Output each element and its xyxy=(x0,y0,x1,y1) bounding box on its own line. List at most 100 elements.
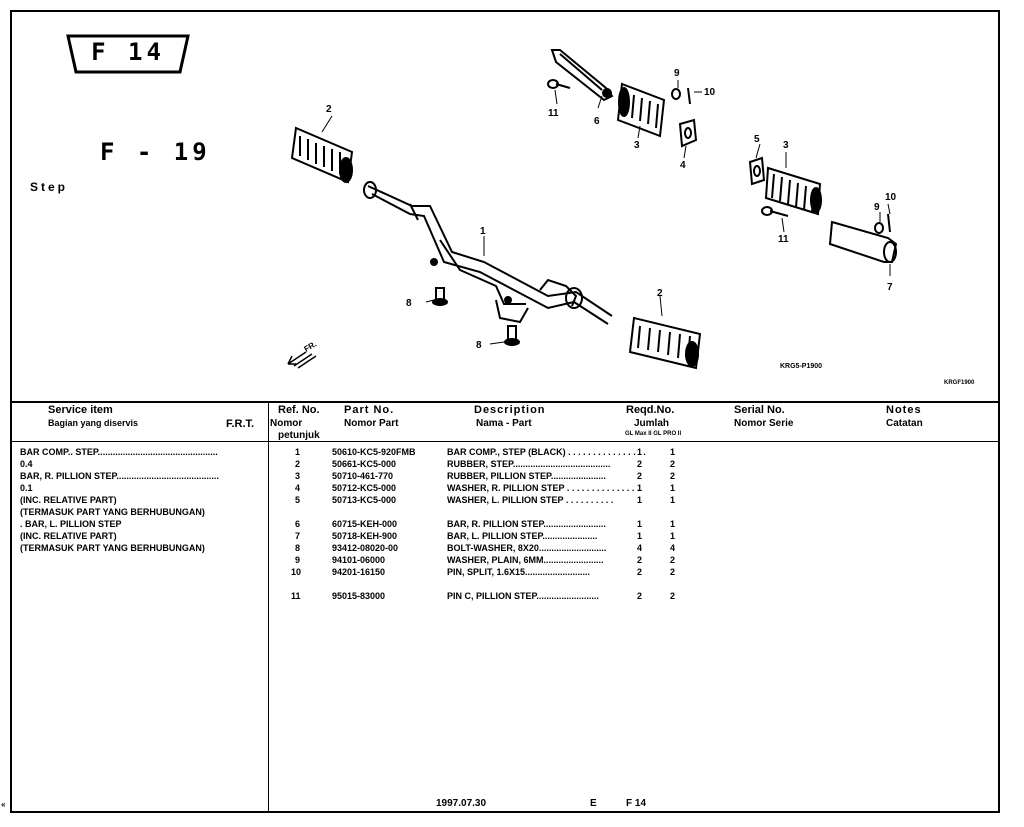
section-badge: F 14 xyxy=(64,32,192,74)
figure-title: Step xyxy=(30,180,69,194)
desc-cell: WASHER, L. PILLION STEP . . . . . . . . … xyxy=(447,495,614,505)
qty-cell: 2 xyxy=(670,471,676,481)
callout-7: 7 xyxy=(887,282,893,293)
ref-cell: 11 xyxy=(291,591,301,601)
desc-cell: WASHER, R. PILLION STEP . . . . . . . . … xyxy=(447,483,640,493)
header-reqd-sub: Jumlah xyxy=(634,418,670,429)
callout-4: 4 xyxy=(680,160,686,171)
ref-cell: 7 xyxy=(295,531,301,541)
callout-8b: 8 xyxy=(476,340,482,351)
ref-cell: 6 xyxy=(295,519,301,529)
qty-cell: 4 xyxy=(637,543,643,553)
desc-cell: BAR, L. PILLION STEP....................… xyxy=(447,531,598,541)
part-no-cell: 50718-KEH-900 xyxy=(332,531,398,541)
part-no-cell: 50713-KC5-000 xyxy=(332,495,397,505)
ref-cell: 8 xyxy=(295,543,301,553)
header-notes: Notes xyxy=(886,404,922,416)
bolt-washer-lower xyxy=(504,325,520,346)
side-mark: « xyxy=(1,800,6,809)
callout-9b: 9 xyxy=(874,202,880,213)
service-item: 0.4 xyxy=(20,459,33,469)
qty-cell: 1 xyxy=(670,495,676,505)
callout-2a: 2 xyxy=(326,104,332,115)
qty-cell: 2 xyxy=(670,567,676,577)
qty-cell: 4 xyxy=(670,543,676,553)
part-no-cell: 60715-KEH-000 xyxy=(332,519,398,529)
desc-cell: PIN, SPLIT, 1.6X15......................… xyxy=(447,567,591,577)
plain-washer-left xyxy=(874,222,884,234)
desc-cell: RUBBER, STEP............................… xyxy=(447,459,611,469)
pin-c-left xyxy=(761,206,789,217)
part-no-cell: 93412-08020-00 xyxy=(332,543,399,553)
washer-left xyxy=(748,156,766,186)
service-item: (INC. RELATIVE PART) xyxy=(20,495,117,505)
pillion-rubber-left xyxy=(764,166,822,216)
split-pin-left xyxy=(887,213,891,233)
qty-cell: 1 xyxy=(670,519,676,529)
ref-cell: 3 xyxy=(295,471,301,481)
footer-code: F 14 xyxy=(626,798,647,809)
pin-c-right xyxy=(547,79,571,89)
callout-5: 5 xyxy=(754,134,760,145)
callout-1: 1 xyxy=(480,226,486,237)
qty-cell: 1 xyxy=(670,447,676,457)
qty-cell: 2 xyxy=(670,459,676,469)
plain-washer-right xyxy=(671,88,681,100)
header-reqd-models: GL Max II GL PRO II xyxy=(625,431,682,437)
service-item: BAR COMP.. STEP.........................… xyxy=(20,447,218,457)
callout-3a: 3 xyxy=(634,140,640,151)
callout-3b: 3 xyxy=(783,140,789,151)
ref-cell: 1 xyxy=(295,447,301,457)
part-no-cell: 94101-06000 xyxy=(332,555,386,565)
desc-cell: BAR COMP., STEP (BLACK) . . . . . . . . … xyxy=(447,447,646,457)
desc-cell: RUBBER, PILLION STEP....................… xyxy=(447,471,606,481)
badge-shape xyxy=(66,34,190,74)
ref-cell: 9 xyxy=(295,555,301,565)
step-bar-main xyxy=(363,181,613,325)
washer-right xyxy=(678,118,698,148)
header-desc-sub: Nama - Part xyxy=(476,418,532,429)
part-no-cell: 94201-16150 xyxy=(332,567,386,577)
callout-2b: 2 xyxy=(657,288,663,299)
qty-cell: 1 xyxy=(637,483,643,493)
callout-10b: 10 xyxy=(885,192,897,203)
header-serial-sub: Nomor Serie xyxy=(734,418,794,429)
footer-lang: E xyxy=(590,798,597,809)
pillion-bar-left xyxy=(828,220,898,263)
callout-8a: 8 xyxy=(406,298,412,309)
step-rubber-right xyxy=(628,316,702,370)
header-ref-sub2: petunjuk xyxy=(278,430,320,441)
qty-cell: 2 xyxy=(637,459,643,469)
part-no-cell: 50661-KC5-000 xyxy=(332,459,397,469)
header-part-sub: Nomor Part xyxy=(344,418,399,429)
service-item: . BAR, L. PILLION STEP xyxy=(20,519,122,529)
header-desc: Description xyxy=(474,404,546,416)
callout-11b: 11 xyxy=(778,234,789,245)
split-pin-right xyxy=(687,87,691,105)
column-divider xyxy=(268,401,269,813)
header-service: Service item xyxy=(48,404,113,416)
header-frt: F.R.T. xyxy=(226,418,255,430)
page-frame xyxy=(10,10,1000,813)
service-item: (TERMASUK PART YANG BERHUBUNGAN) xyxy=(20,507,205,517)
bolt-washer-upper xyxy=(432,287,448,306)
front-arrow-icon xyxy=(287,351,317,369)
service-item: (INC. RELATIVE PART) xyxy=(20,531,117,541)
callout-10a: 10 xyxy=(704,87,716,98)
desc-cell: BOLT-WASHER, 8X20.......................… xyxy=(447,543,607,553)
desc-cell: BAR, R. PILLION STEP....................… xyxy=(447,519,606,529)
part-no-cell: 95015-83000 xyxy=(332,591,386,601)
service-item: (TERMASUK PART YANG BERHUBUNGAN) xyxy=(20,543,205,553)
qty-cell: 1 xyxy=(637,495,643,505)
header-part: Part No. xyxy=(344,404,395,416)
figure-code: F - 19 xyxy=(100,138,211,166)
header-ref: Ref. No. xyxy=(278,404,320,416)
qty-cell: 1 xyxy=(670,483,676,493)
desc-cell: WASHER, PLAIN, 6MM......................… xyxy=(447,555,604,565)
ref-cell: 10 xyxy=(291,567,302,577)
qty-cell: 2 xyxy=(670,591,676,601)
header-service-sub: Bagian yang diservis xyxy=(48,418,139,428)
qty-cell: 1 xyxy=(670,531,676,541)
drawing-code: KRG5-P1900 xyxy=(780,363,822,370)
step-rubber-left xyxy=(290,126,354,184)
